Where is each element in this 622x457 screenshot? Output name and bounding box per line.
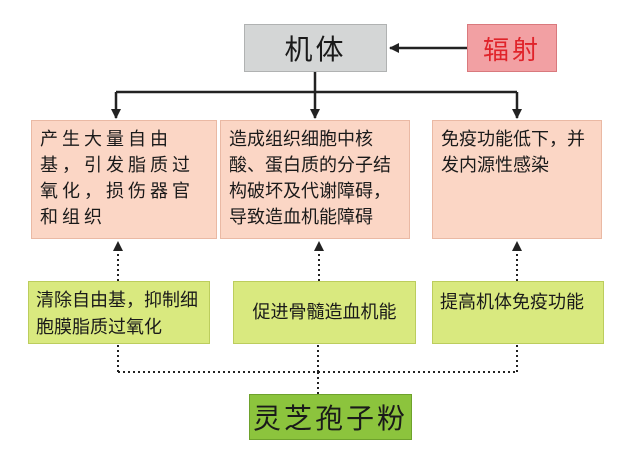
effect-node-2: 造成组织细胞中核酸、蛋白质的分子结构破坏及代谢障碍，导致造血机能障碍 (220, 120, 410, 239)
spore-powder-node: 灵芝孢子粉 (249, 394, 412, 440)
remedy-text-2: 促进骨髓造血机能 (252, 302, 397, 323)
effect-text-2: 造成组织细胞中核酸、蛋白质的分子结构破坏及代谢障碍，导致造血机能障碍 (229, 129, 391, 228)
radiation-node: 辐射 (467, 24, 557, 72)
remedy-node-2: 促进骨髓造血机能 (233, 281, 416, 344)
remedy-text-1: 清除自由基，抑制细胞膜脂质过氧化 (36, 290, 198, 338)
effect-text-3: 免疫功能低下，并发内源性感染 (441, 129, 585, 176)
remedy-text-3: 提高机体免疫功能 (440, 292, 584, 313)
effect-node-1: 产生大量自由基，引发脂质过氧化，损伤器官和组织 (31, 120, 217, 239)
effect-text-1: 产生大量自由基，引发脂质过氧化，损伤器官和组织 (40, 129, 194, 228)
body-node: 机体 (244, 24, 387, 72)
spore-powder-label: 灵芝孢子粉 (252, 402, 408, 435)
effect-node-3: 免疫功能低下，并发内源性感染 (432, 120, 602, 239)
remedy-node-3: 提高机体免疫功能 (432, 281, 604, 344)
radiation-node-label: 辐射 (482, 35, 541, 66)
body-node-label: 机体 (284, 33, 347, 66)
remedy-node-1: 清除自由基，抑制细胞膜脂质过氧化 (28, 281, 210, 344)
